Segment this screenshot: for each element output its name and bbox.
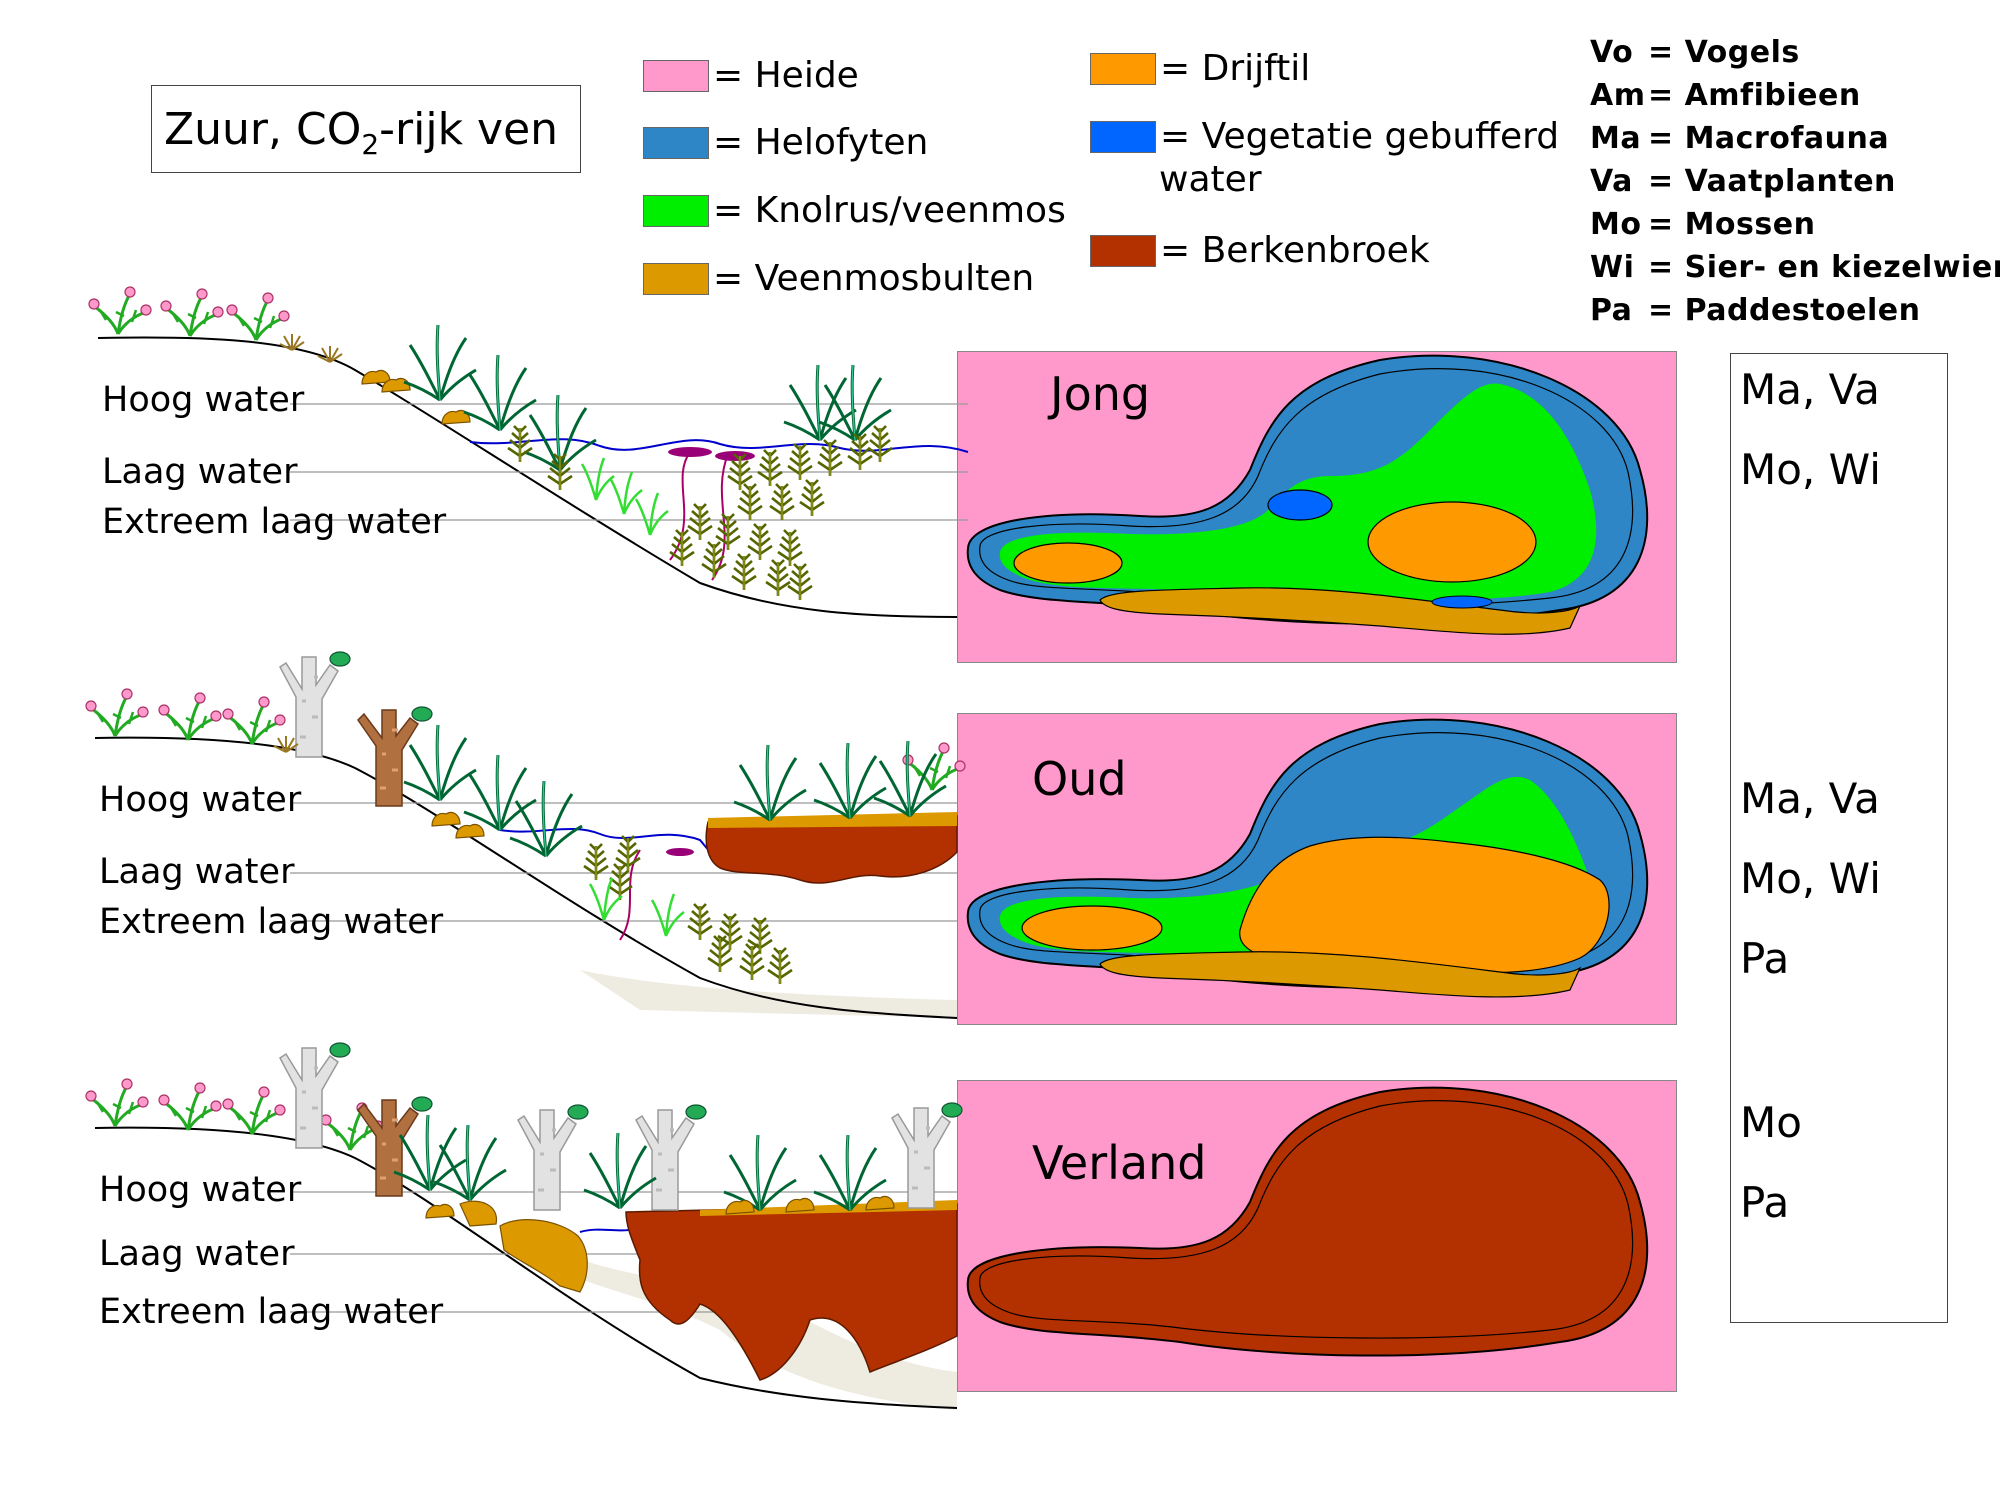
species-verland-2: Pa: [1740, 1178, 1790, 1227]
legend-item-heide: = Heide: [643, 56, 859, 96]
profile-jong: [87, 285, 969, 618]
water-level-low-2: Laag water: [99, 852, 295, 892]
species-oud-3: Pa: [1740, 934, 1790, 983]
water-level-high-2: Hoog water: [99, 780, 302, 820]
legend-item-berkenbroek: = Berkenbroek: [1090, 231, 1430, 271]
legend-swatch-veenmosbulten: [643, 263, 709, 295]
map-verland-shapes: [966, 1086, 1649, 1357]
water-level-high-3: Hoog water: [99, 1170, 302, 1210]
legend-swatch-berkenbroek: [1090, 235, 1156, 267]
legend-item-drijftil: = Drijftil: [1090, 49, 1310, 89]
abbr-wi: Wi= Sier- en kiezelwier: [1590, 250, 2000, 285]
abbr-ma: Ma= Macrofauna: [1590, 121, 1890, 156]
abbr-vo: Vo= Vogels: [1590, 35, 1800, 70]
species-jong-2: Mo, Wi: [1740, 445, 1881, 494]
map-label-jong: Jong: [1050, 367, 1151, 421]
species-oud-2: Mo, Wi: [1740, 854, 1881, 903]
legend-swatch-helofyten: [643, 127, 709, 159]
map-jong-shapes: [966, 354, 1649, 635]
abbr-mo: Mo= Mossen: [1590, 207, 1816, 242]
water-level-extreme-low-3: Extreem laag water: [99, 1292, 444, 1332]
water-level-extreme-low-1: Extreem laag water: [102, 502, 447, 542]
map-label-oud: Oud: [1032, 752, 1127, 806]
legend-item-gebufferd: = Vegetatie gebufferd: [1090, 117, 1559, 157]
water-level-low-1: Laag water: [102, 452, 298, 492]
profile-oud: [84, 650, 967, 1019]
species-verland-1: Mo: [1740, 1098, 1802, 1147]
abbr-am: Am= Amfibieen: [1590, 78, 1861, 113]
legend-swatch-gebufferd: [1090, 121, 1156, 153]
water-level-high-1: Hoog water: [102, 380, 305, 420]
map-label-verland: Verland: [1032, 1136, 1207, 1190]
diagram-title: Zuur, CO2-rijk ven: [151, 85, 581, 173]
abbr-va: Va= Vaatplanten: [1590, 164, 1896, 199]
legend-item-veenmosbulten: = Veenmosbulten: [643, 259, 1034, 299]
legend-item-gebufferd-line2: water: [1159, 159, 1262, 200]
water-level-low-3: Laag water: [99, 1234, 295, 1274]
legend-swatch-knolrus: [643, 195, 709, 227]
species-panel: [1730, 353, 1948, 1323]
legend-item-knolrus: = Knolrus/veenmos: [643, 191, 1066, 231]
legend-swatch-heide: [643, 60, 709, 92]
water-level-extreme-low-2: Extreem laag water: [99, 902, 444, 942]
map-oud-shapes: [966, 718, 1649, 998]
legend-swatch-drijftil: [1090, 53, 1156, 85]
species-jong-1: Ma, Va: [1740, 365, 1880, 414]
abbr-pa: Pa= Paddestoelen: [1590, 293, 1921, 328]
legend-item-helofyten: = Helofyten: [643, 123, 928, 163]
profile-verland: [84, 1041, 964, 1410]
species-oud-1: Ma, Va: [1740, 774, 1880, 823]
